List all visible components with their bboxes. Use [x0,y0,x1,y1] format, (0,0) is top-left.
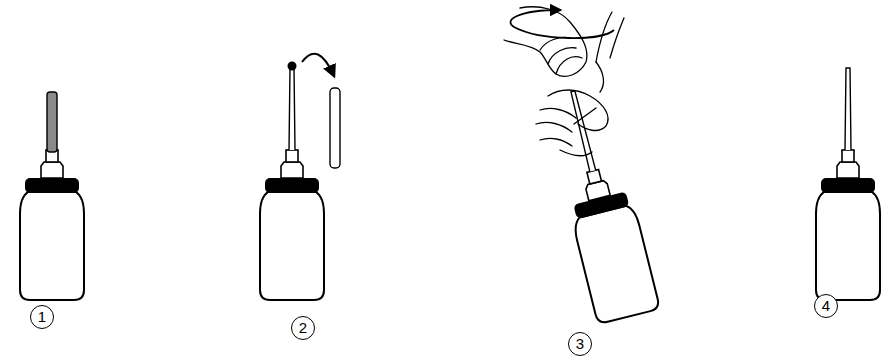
twist-arrow [510,10,614,38]
nozzle-cap [47,92,57,152]
nozzle-tip [845,68,851,150]
nozzle-tip [289,68,295,150]
sealed-tip [288,62,297,71]
nozzle-base [286,150,298,162]
motion-arrow [302,54,334,76]
callout-number: 4 [814,294,838,318]
bottle-cap [821,178,875,193]
nozzle-tip [570,91,596,172]
nozzle-collar [281,162,303,178]
bottle-body [572,204,660,324]
nozzle-collar [41,162,63,178]
bottle-step-3 [542,84,660,325]
bottle-body [20,192,84,300]
callout-number: 1 [30,305,54,329]
callout-number: 3 [568,332,592,356]
hand-sketch [536,108,576,146]
bottle-step-2 [260,62,324,301]
removed-cap [330,88,340,168]
nozzle-collar [837,162,859,178]
nozzle-base [842,150,854,162]
bottle-body [260,192,324,300]
bottle-cap [25,178,79,193]
hand-sketch [560,108,596,156]
hand-sketch [596,12,624,62]
nozzle-base [587,169,602,184]
bottle-cap [265,178,319,193]
bottle-step-4 [816,68,880,300]
hand-sketch [596,62,603,92]
callout-number: 2 [291,316,315,340]
bottle-body [816,192,880,300]
hand-sketch [540,38,582,75]
bottle-step-1 [20,92,84,300]
